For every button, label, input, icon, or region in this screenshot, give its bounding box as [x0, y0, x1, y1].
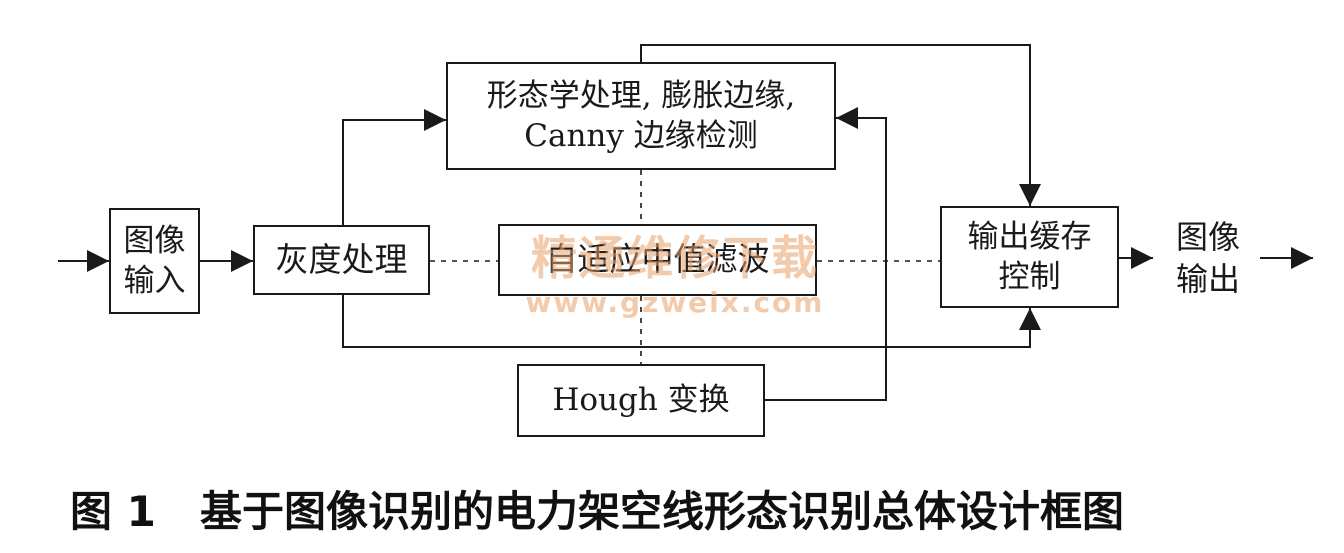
- hough-box: Hough 变换: [517, 364, 765, 437]
- gray-processing-label: 灰度处理: [275, 239, 408, 279]
- arrow-gray-to-morph: [342, 109, 446, 225]
- image-output-label: 图像 输出: [1158, 217, 1258, 300]
- median-filter-label: 自适应中值滤波: [545, 240, 770, 279]
- output-buffer-label-1: 输出缓存: [967, 218, 1092, 255]
- output-buffer-box: 输出缓存 控制: [940, 206, 1119, 308]
- image-input-box: 图像 输入: [109, 208, 200, 314]
- morphology-box: 形态学处理, 膨胀边缘, Canny 边缘检测: [446, 62, 836, 170]
- figure-number: 图 1: [70, 487, 156, 536]
- image-output-label-1: 图像: [1175, 218, 1240, 256]
- arrow-gray-to-buffer: [342, 295, 1041, 348]
- figure-title: 基于图像识别的电力架空线形态识别总体设计框图: [200, 487, 1125, 536]
- median-filter-box: 自适应中值滤波: [498, 224, 817, 296]
- image-input-label-2: 输入: [123, 263, 186, 299]
- arrow-morph-to-buffer: [640, 44, 1041, 206]
- image-output-label-2: 输出: [1175, 259, 1240, 298]
- hough-label: Hough 变换: [552, 382, 730, 419]
- figure-caption: 图 1 基于图像识别的电力架空线形态识别总体设计框图: [0, 478, 1344, 538]
- arrow-hough-to-morph: [765, 107, 887, 401]
- image-input-label-1: 图像: [123, 222, 186, 259]
- output-buffer-label-2: 控制: [998, 259, 1061, 295]
- morphology-label-2: Canny 边缘检测: [524, 118, 758, 154]
- gray-processing-box: 灰度处理: [253, 225, 430, 295]
- morphology-label-1: 形态学处理, 膨胀边缘,: [486, 77, 796, 114]
